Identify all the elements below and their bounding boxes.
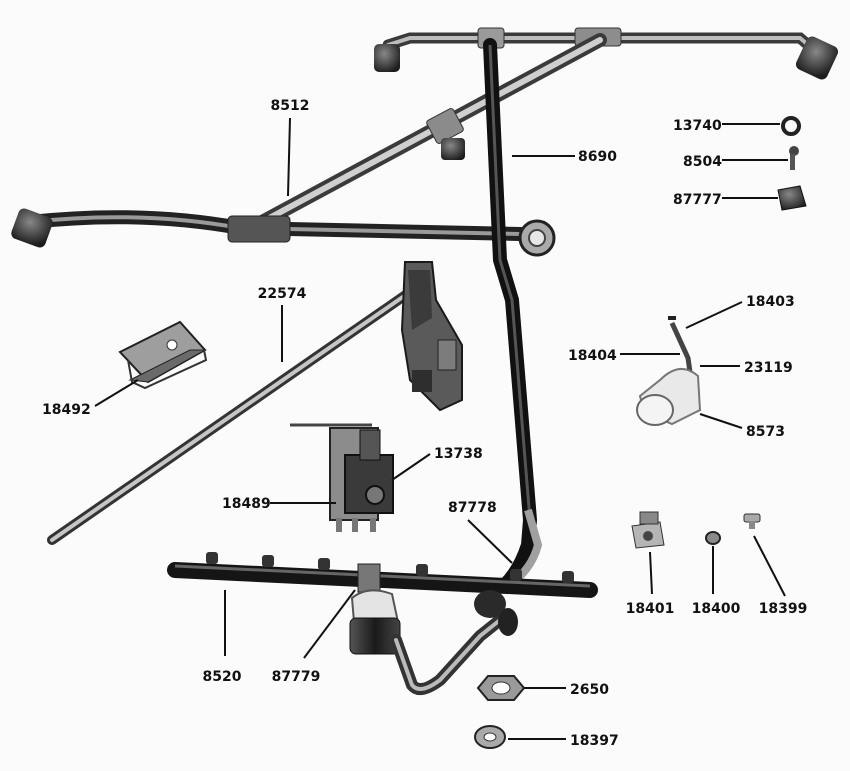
small-parts-right xyxy=(474,116,807,749)
plug-parts xyxy=(631,511,761,549)
label-23119: 23119 xyxy=(744,360,793,376)
leader-lines xyxy=(94,117,788,740)
label-8520: 8520 xyxy=(203,669,242,685)
label-8504: 8504 xyxy=(683,154,722,170)
spray-arm-assembly xyxy=(11,27,839,594)
label-18400: 18400 xyxy=(692,601,741,617)
manifold-assembly xyxy=(167,552,598,695)
label-87779: 87779 xyxy=(272,669,321,685)
label-18401: 18401 xyxy=(626,601,675,617)
label-18399: 18399 xyxy=(759,601,808,617)
lower-left-end-cap xyxy=(11,208,53,248)
top-left-end-cap xyxy=(374,44,400,72)
cap-part xyxy=(777,185,807,211)
part-labels: 8512 8690 13740 8504 87777 22574 18403 1… xyxy=(42,98,807,749)
label-8573: 8573 xyxy=(746,424,785,440)
label-87778: 87778 xyxy=(448,500,497,516)
label-18489: 18489 xyxy=(222,496,271,512)
switch-assembly xyxy=(290,423,394,532)
screw-part xyxy=(789,146,799,170)
label-8512: 8512 xyxy=(271,98,310,114)
label-13738: 13738 xyxy=(434,446,483,462)
o-ring-part xyxy=(781,116,801,136)
elbow-fitting xyxy=(636,316,702,426)
label-13740: 13740 xyxy=(673,118,722,134)
label-18492: 18492 xyxy=(42,402,91,418)
clip-part xyxy=(118,320,208,390)
label-18404: 18404 xyxy=(568,348,617,364)
label-2650: 2650 xyxy=(570,682,609,698)
long-rod xyxy=(47,280,425,545)
label-22574: 22574 xyxy=(258,286,307,302)
diagonal-arm-nozzle xyxy=(441,138,465,160)
label-87777: 87777 xyxy=(673,192,722,208)
arm-hub xyxy=(227,215,291,243)
mounting-bracket xyxy=(400,261,463,412)
label-18397: 18397 xyxy=(570,733,619,749)
top-right-end-cap xyxy=(795,36,839,80)
diagonal-arm-coupling xyxy=(426,108,464,144)
label-8690: 8690 xyxy=(578,149,617,165)
label-18403: 18403 xyxy=(746,294,795,310)
